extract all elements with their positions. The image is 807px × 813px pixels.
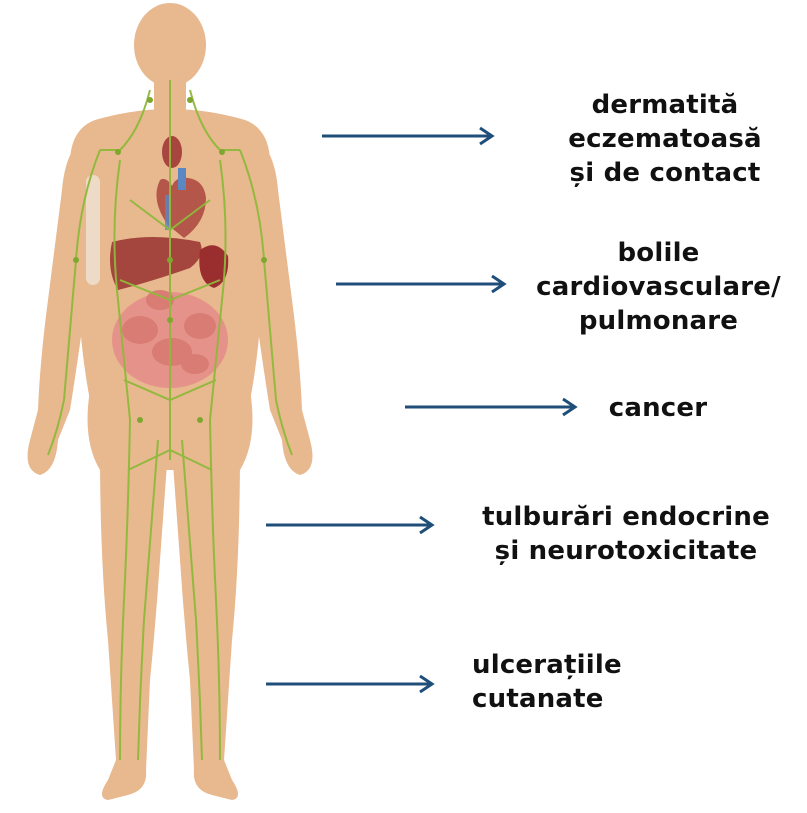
arrow-4 [266, 515, 442, 535]
label-endocrine: tulburări endocrine și neurotoxicitate [466, 500, 786, 568]
label-dermatitis: dermatită eczematoasă și de contact [540, 88, 790, 190]
arrow-1 [322, 126, 502, 146]
label-ulcerations: ulcerațiile cutanate [472, 648, 672, 716]
arm-bone [86, 175, 100, 285]
arrow-3 [405, 397, 585, 417]
label-cardiovascular: bolile cardiovasculare/ pulmonare [516, 236, 801, 338]
label-cancer: cancer [588, 391, 728, 425]
arrow-5 [266, 674, 442, 694]
arrow-2 [336, 274, 514, 294]
